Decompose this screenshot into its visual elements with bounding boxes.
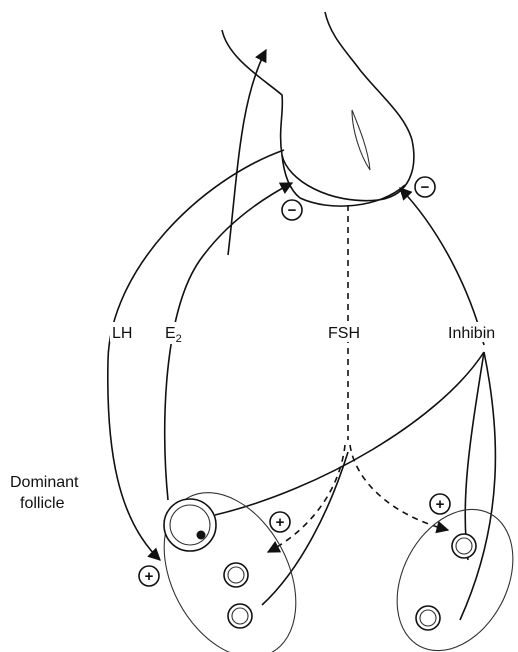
fsh-label: FSH bbox=[326, 322, 368, 342]
svg-text:+: + bbox=[436, 496, 445, 513]
minus-sign-left: − bbox=[282, 200, 302, 220]
inhibin-to-pituitary bbox=[400, 188, 484, 345]
svg-text:LH: LH bbox=[112, 325, 132, 342]
svg-text:FSH: FSH bbox=[328, 325, 360, 342]
svg-text:−: − bbox=[288, 202, 297, 219]
lh-pathway bbox=[108, 150, 284, 560]
plus-sign-fsh-right: + bbox=[430, 494, 450, 514]
plus-sign-dominant: + bbox=[139, 566, 159, 586]
svg-text:follicle: follicle bbox=[20, 495, 65, 512]
lh-label: LH bbox=[110, 322, 142, 342]
inhibin-branches bbox=[215, 352, 495, 620]
lh-up-arrow bbox=[228, 50, 266, 255]
svg-text:Dominant: Dominant bbox=[10, 474, 79, 491]
left-ovary bbox=[137, 470, 322, 652]
svg-text:−: − bbox=[421, 179, 430, 196]
dominant-follicle-label: Dominant follicle bbox=[10, 474, 79, 512]
svg-text:+: + bbox=[145, 568, 154, 585]
dominant-follicle bbox=[164, 499, 216, 551]
e2-label: E2 bbox=[163, 322, 191, 345]
inhibin-label: Inhibin bbox=[446, 322, 516, 342]
fsh-pathway bbox=[268, 205, 448, 552]
plus-sign-fsh-left: + bbox=[270, 512, 290, 532]
right-ovary bbox=[374, 489, 518, 652]
pituitary-gland bbox=[222, 12, 414, 206]
svg-text:+: + bbox=[276, 514, 285, 531]
svg-text:Inhibin: Inhibin bbox=[448, 325, 495, 342]
minus-sign-right: − bbox=[415, 177, 435, 197]
